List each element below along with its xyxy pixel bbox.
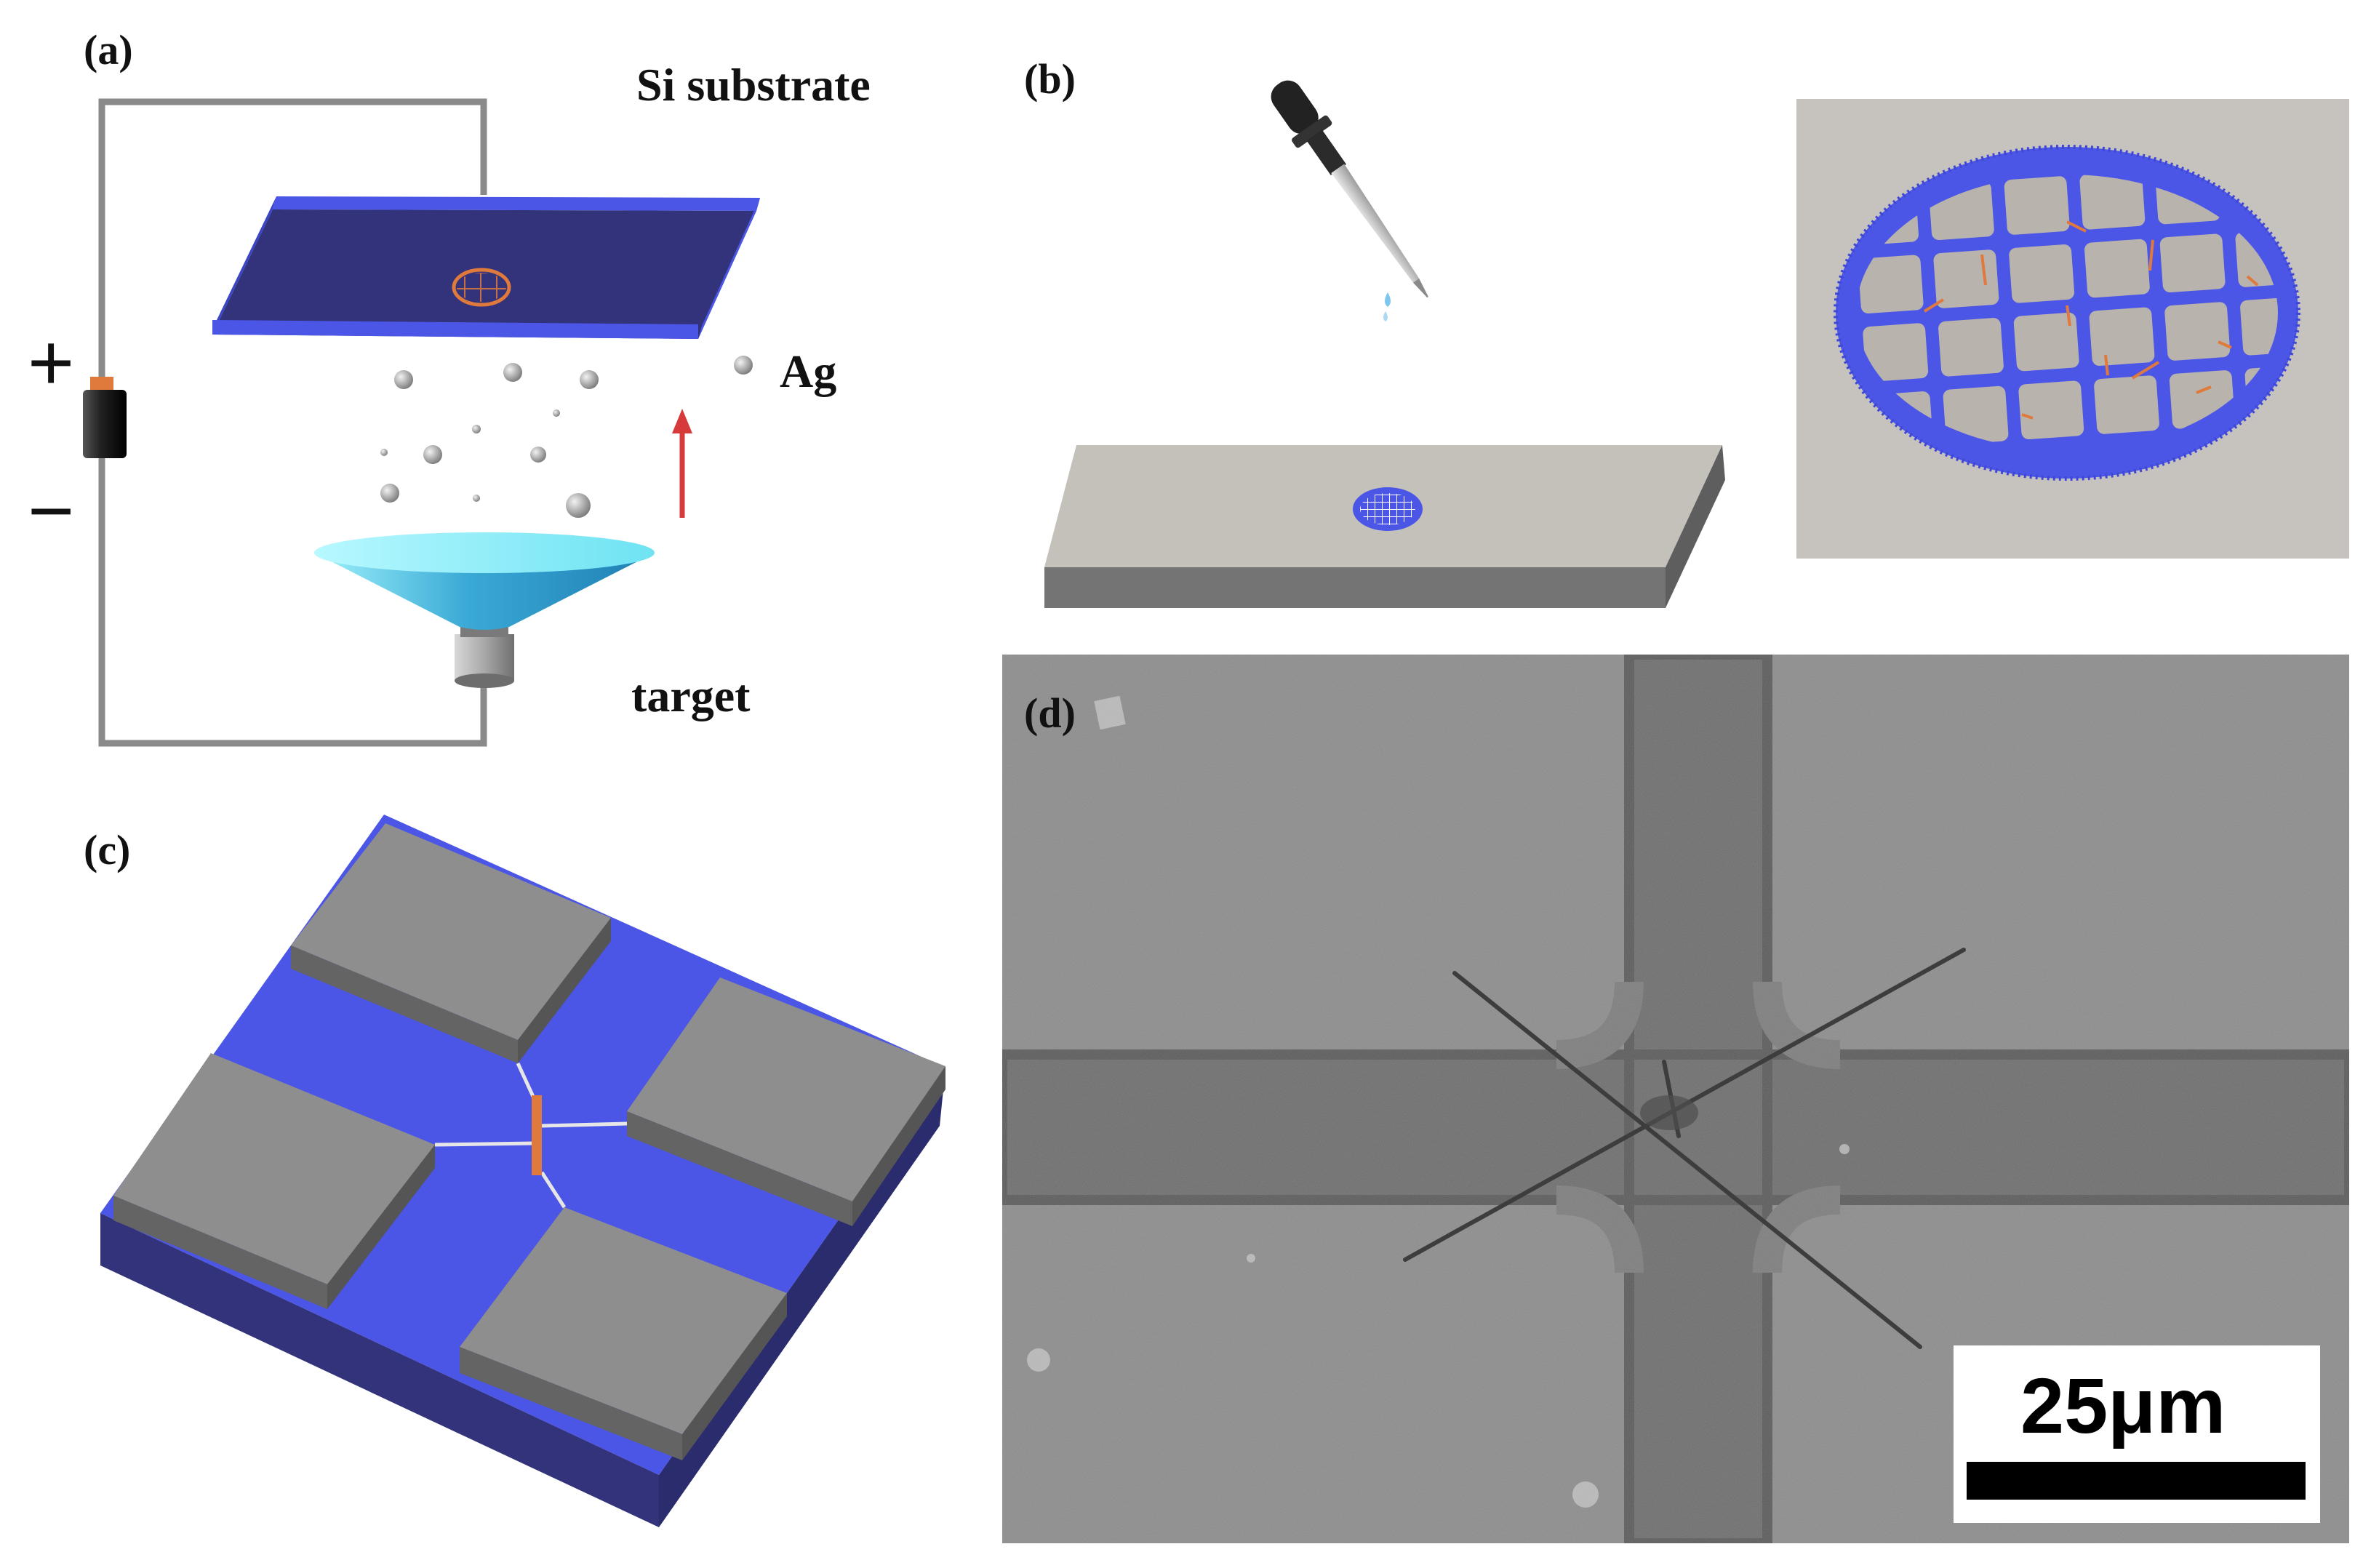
si-substrate bbox=[212, 196, 760, 339]
panel-b-label: (b) bbox=[1024, 55, 1076, 103]
nanowires bbox=[1914, 180, 2259, 420]
deposition-arrow bbox=[672, 409, 692, 518]
panel-d: (d) 25μm bbox=[1002, 655, 2349, 1543]
nanowire-device bbox=[532, 1095, 542, 1175]
minus-sign: − bbox=[28, 466, 74, 556]
scale-bar-label: 25μm bbox=[2020, 1361, 2226, 1449]
target-label: target bbox=[631, 670, 751, 721]
electrode-pad-bottom-left bbox=[113, 1053, 435, 1309]
si-substrate-label: Si substrate bbox=[636, 59, 871, 111]
panel-c: (c) bbox=[84, 815, 945, 1527]
plus-sign: + bbox=[28, 318, 74, 407]
electrode-pad-top-left bbox=[291, 823, 611, 1063]
panel-a: (a) Si substrate + − bbox=[28, 26, 871, 747]
panel-c-label: (c) bbox=[84, 826, 130, 873]
battery-icon bbox=[83, 377, 127, 458]
panel-a-label: (a) bbox=[84, 26, 133, 73]
electrode-pad-bottom-right bbox=[460, 1207, 787, 1460]
ag-label: Ag bbox=[780, 345, 836, 397]
circuit-wire bbox=[98, 98, 487, 747]
ag-particles bbox=[380, 356, 753, 518]
dropper-icon bbox=[1271, 80, 1428, 321]
contact-leads bbox=[434, 1062, 628, 1209]
grid-zoom-inset bbox=[1796, 99, 2349, 559]
scale-bar: 25μm bbox=[1954, 1345, 2320, 1523]
electrode-pad-top-right bbox=[627, 977, 945, 1226]
sputter-target bbox=[314, 532, 655, 688]
glass-slide bbox=[1044, 445, 1725, 608]
sem-image bbox=[1002, 655, 2349, 1543]
panel-b: (b) bbox=[1024, 55, 2349, 608]
panel-d-label: (d) bbox=[1024, 689, 1076, 737]
sem-debris bbox=[1027, 695, 1850, 1508]
scale-bar-line bbox=[1967, 1462, 2306, 1500]
